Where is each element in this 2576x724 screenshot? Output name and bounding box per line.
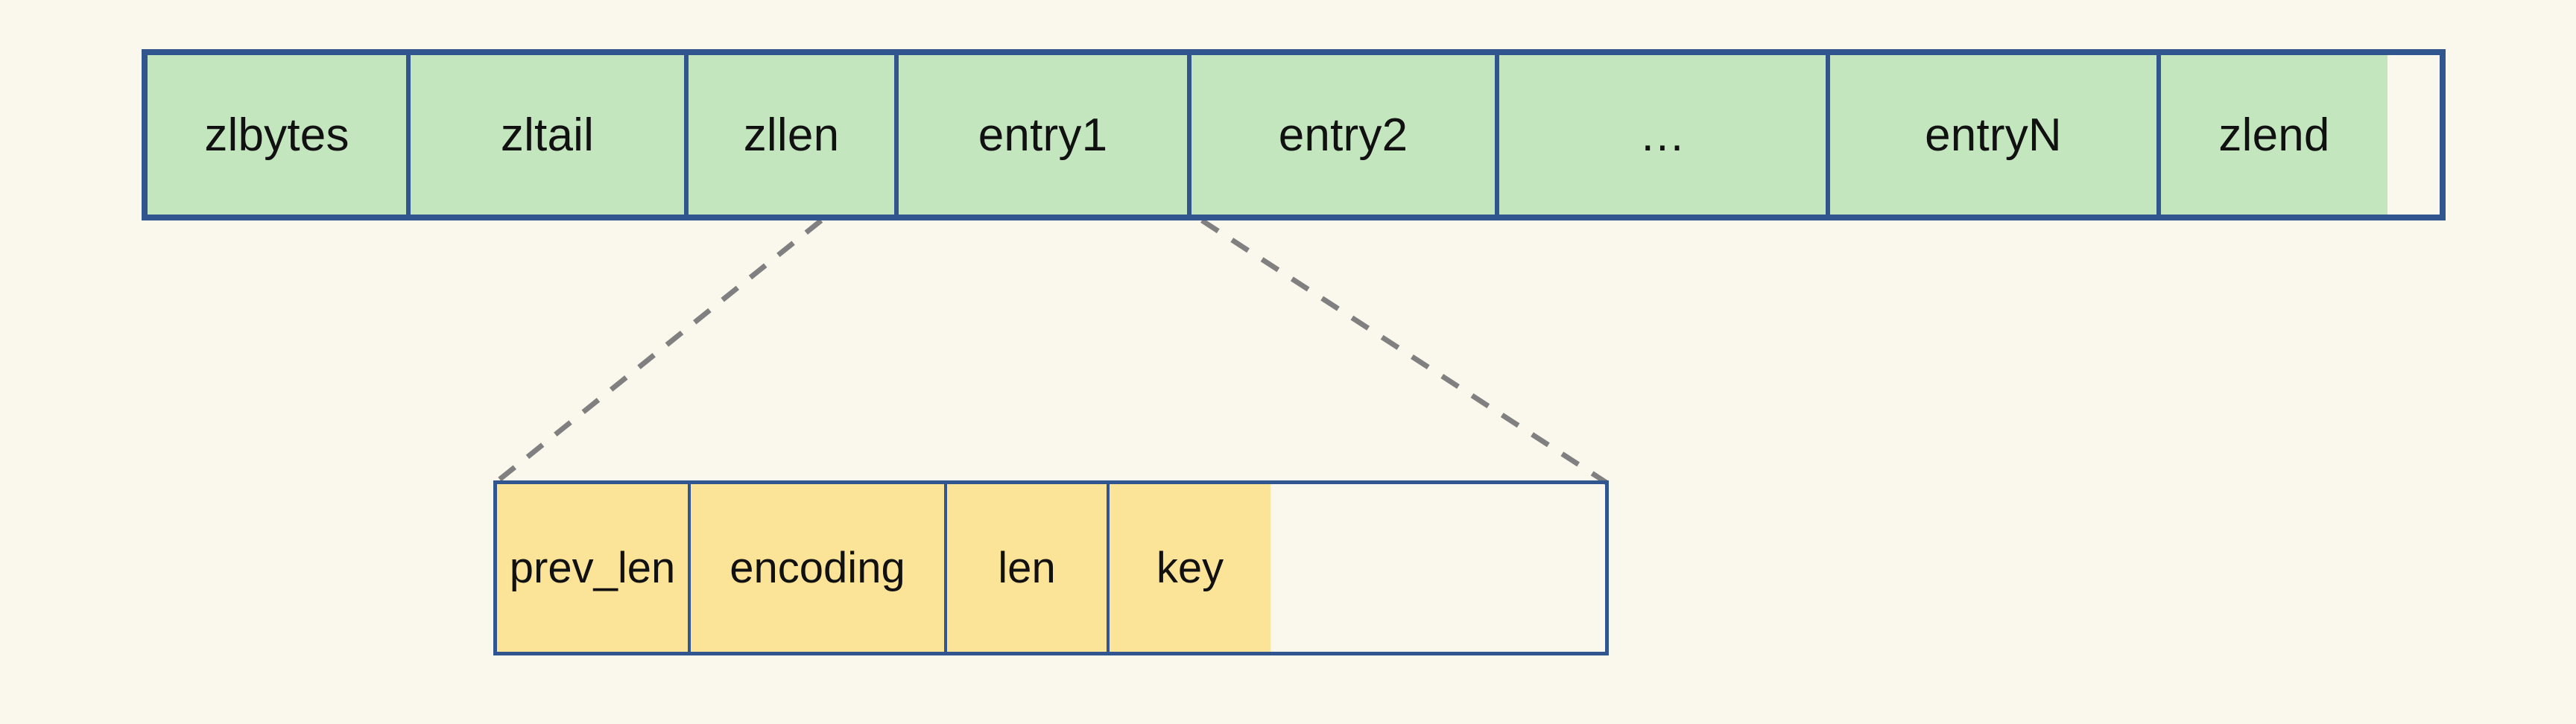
ziplist-cell-zlbytes[interactable]: zlbytes (148, 55, 411, 215)
entry-cell-label: prev_len (509, 544, 676, 592)
ziplist-cell-ellipsis[interactable]: … (1499, 55, 1830, 215)
ziplist-row: zlbytes zltail zllen entry1 entry2 … ent… (142, 49, 2446, 220)
entry-cell-key[interactable]: key (1110, 484, 1270, 652)
entry-cell-len[interactable]: len (947, 484, 1110, 652)
entry-detail-row: prev_len encoding len key (493, 480, 1609, 655)
entry-cell-label: len (998, 544, 1056, 592)
ellipsis-icon: … (1639, 109, 1686, 161)
ziplist-cell-label: zllen (743, 109, 840, 161)
ziplist-cell-zlend[interactable]: zlend (2161, 55, 2387, 215)
ziplist-cell-label: entryN (1925, 109, 2062, 161)
entry-cell-label: key (1156, 544, 1224, 592)
ziplist-cell-label: zltail (500, 109, 595, 161)
ziplist-cell-label: zlbytes (204, 109, 349, 161)
ziplist-cell-label: zlend (2218, 109, 2330, 161)
ziplist-cell-label: entry1 (978, 109, 1108, 161)
entry-cell-encoding[interactable]: encoding (691, 484, 947, 652)
entry-cell-label: encoding (730, 544, 905, 592)
ziplist-cell-entry2[interactable]: entry2 (1192, 55, 1499, 215)
ziplist-cell-entry1[interactable]: entry1 (899, 55, 1192, 215)
ziplist-cell-zltail[interactable]: zltail (411, 55, 689, 215)
ziplist-cell-entryn[interactable]: entryN (1830, 55, 2161, 215)
ziplist-cell-zllen[interactable]: zllen (689, 55, 899, 215)
ziplist-cell-label: entry2 (1278, 109, 1408, 161)
entry1-left-connector-line (493, 218, 823, 485)
entry-cell-prev-len[interactable]: prev_len (497, 484, 691, 652)
entry1-right-connector-line (1200, 218, 1608, 485)
